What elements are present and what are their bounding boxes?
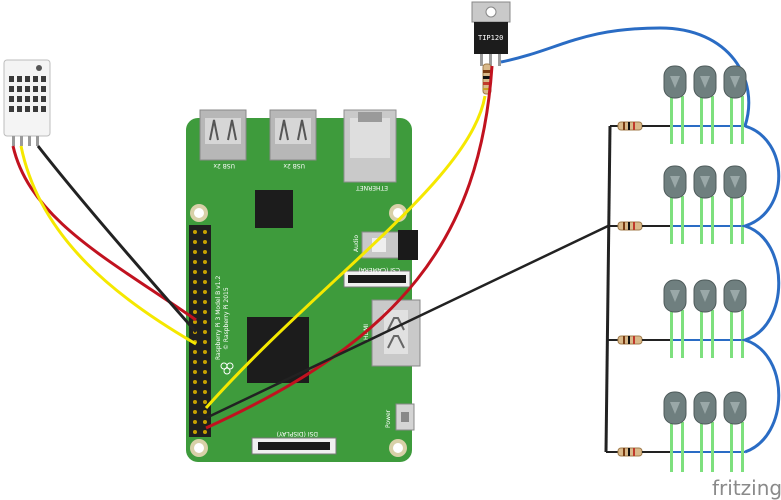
sensor-yellow-wire — [19, 145, 197, 346]
board-model-line1: Raspberry Pi 3 Model B v1.2 — [215, 276, 222, 360]
led-ground-bus — [604, 125, 612, 453]
ground-black-wire — [205, 224, 609, 420]
sensor-black-wire — [36, 145, 198, 333]
soc-chip — [247, 317, 309, 383]
power-port — [395, 403, 415, 431]
usb-label-1: USB 2x — [213, 162, 235, 169]
dsi-label: DSI (DISPLAY) — [277, 430, 318, 437]
usb-label-2: USB 2x — [283, 162, 305, 169]
power-label: Power — [385, 409, 392, 428]
gpio-header — [189, 225, 211, 437]
transistor-red-wire — [205, 65, 494, 430]
led-row-2 — [608, 165, 747, 244]
usb-controller-chip — [255, 190, 293, 228]
board-model-line2: © Raspberry Pi 2015 — [223, 287, 230, 350]
led-row-1 — [610, 65, 747, 144]
led-blue-loops — [739, 124, 781, 454]
csi-connector — [343, 270, 411, 288]
led-row-4 — [606, 391, 747, 472]
raspberry-logo-icon — [220, 362, 234, 375]
hdmi-port — [371, 299, 421, 367]
usb-port-2 — [269, 109, 317, 161]
ethernet-label: ETHERNET — [356, 184, 388, 191]
raspberry-pi-board: USB 2x USB 2x ETHERNET — [186, 109, 421, 462]
tip120-transistor: TIP120 — [471, 1, 511, 66]
fritzing-watermark: fritzing — [712, 476, 781, 500]
led-row-3 — [607, 279, 747, 358]
ethernet-port — [343, 109, 397, 183]
audio-jack — [361, 230, 418, 260]
csi-label: CSI (CAMERA) — [358, 266, 400, 273]
tip120-label: TIP120 — [478, 34, 503, 42]
sensor-red-wire — [11, 145, 197, 322]
dht22-sensor — [3, 59, 51, 146]
led-array — [606, 65, 747, 472]
dsi-connector — [251, 437, 337, 455]
usb-port-1 — [199, 109, 247, 161]
transistor-yellow-wire — [204, 95, 487, 409]
audio-label: Audio — [353, 235, 360, 252]
